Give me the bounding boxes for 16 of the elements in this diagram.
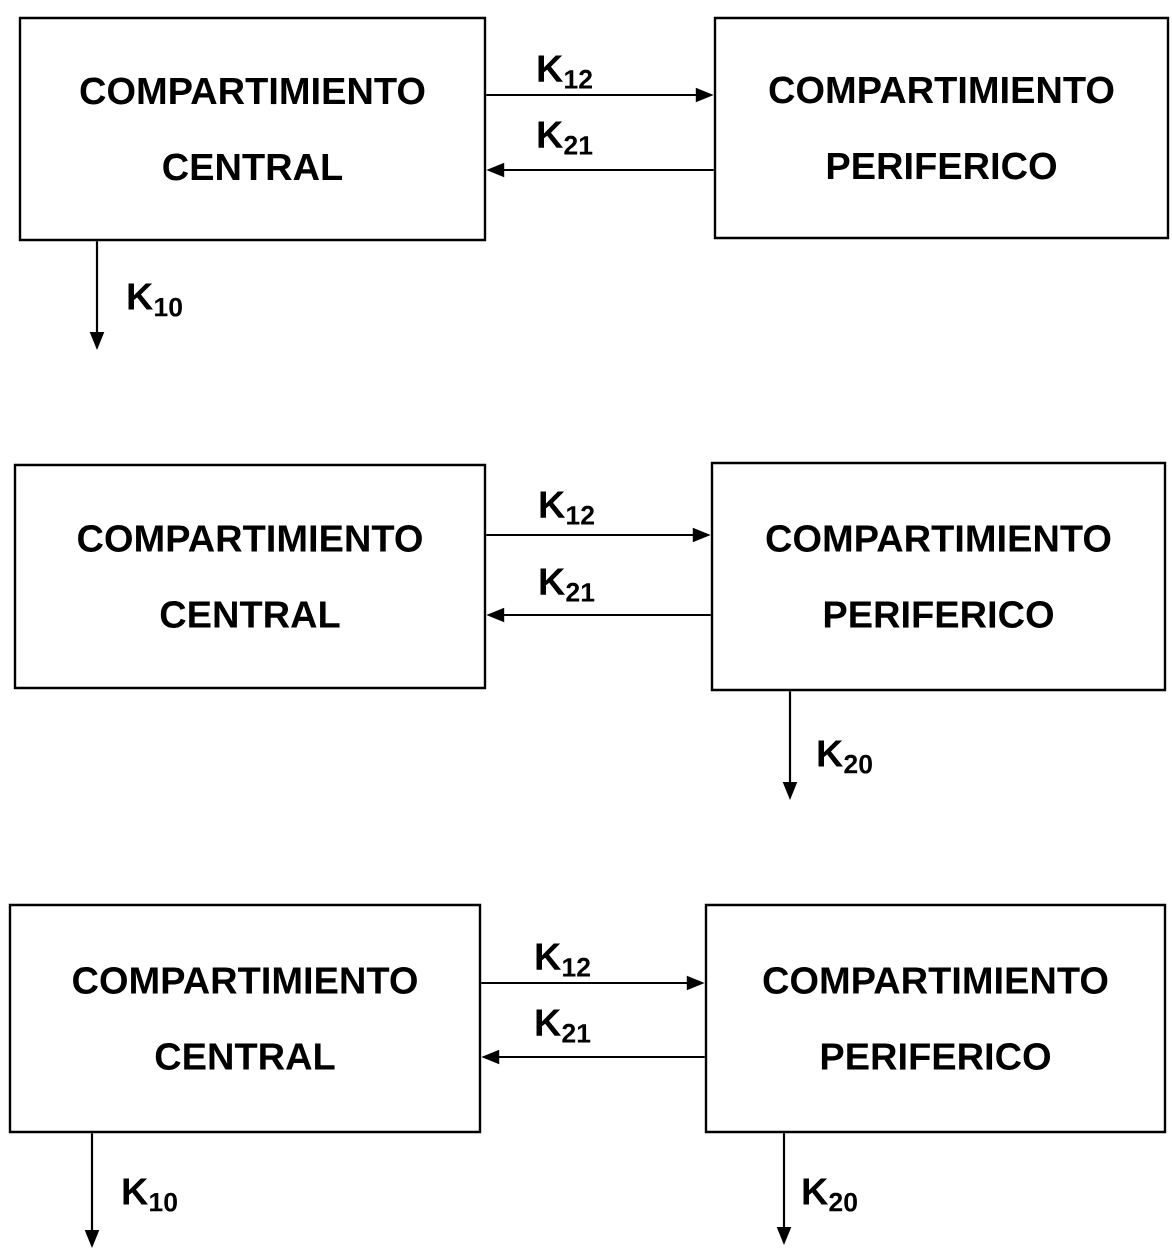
edge-label: K$_{12}$ [536,943,590,977]
compartment-box: COMPARTIMIENTO CENTRAL [18,16,487,242]
compartment-box: COMPARTIMIENTO CENTRAL [13,463,487,690]
compartment-box: COMPARTIMIENTO PERIFERICO [713,16,1170,240]
edge-label: K$_{20}$ [803,1178,857,1212]
compartment-box: COMPARTIMIENTO PERIFERICO [710,461,1167,692]
compartment-box: COMPARTIMIENTO CENTRAL [8,903,482,1134]
edge-label: K$_{10}$ [128,283,182,317]
compartment-box: COMPARTIMIENTO PERIFERICO [704,903,1167,1134]
edge-label: K$_{21}$ [536,1009,591,1043]
edge-label: K$_{21}$ [540,568,595,602]
edge-label: K$_{12}$ [538,55,592,89]
edge-label: K$_{12}$ [540,491,594,525]
edge-label: K$_{10}$ [123,1178,177,1212]
edge-label: K$_{20}$ [818,740,872,774]
edge-label: K$_{21}$ [538,121,593,155]
